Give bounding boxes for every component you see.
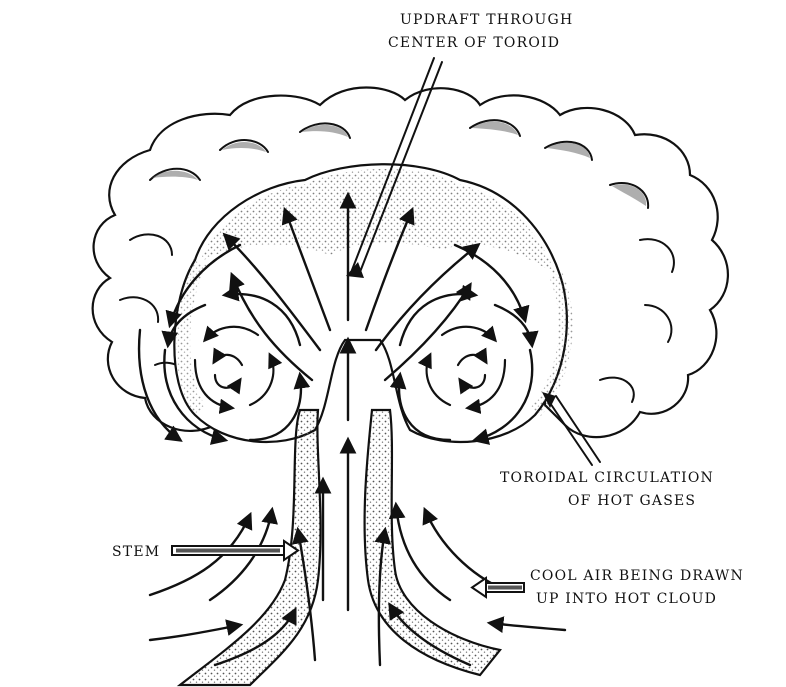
toroidal-label-line2: OF HOT GASES — [568, 493, 696, 509]
cool-air-pointer — [472, 578, 524, 597]
toroidal-label-line1: TOROIDAL CIRCULATION — [500, 470, 714, 486]
cool-air-label-line1: COOL AIR BEING DRAWN — [530, 568, 744, 584]
updraft-label-line2: CENTER OF TOROID — [388, 35, 560, 51]
cool-air-label-line2: UP INTO HOT CLOUD — [536, 591, 717, 607]
updraft-label-line1: UPDRAFT THROUGH — [400, 12, 573, 28]
stem-label: STEM — [112, 544, 160, 560]
stem-pointer — [172, 541, 298, 560]
